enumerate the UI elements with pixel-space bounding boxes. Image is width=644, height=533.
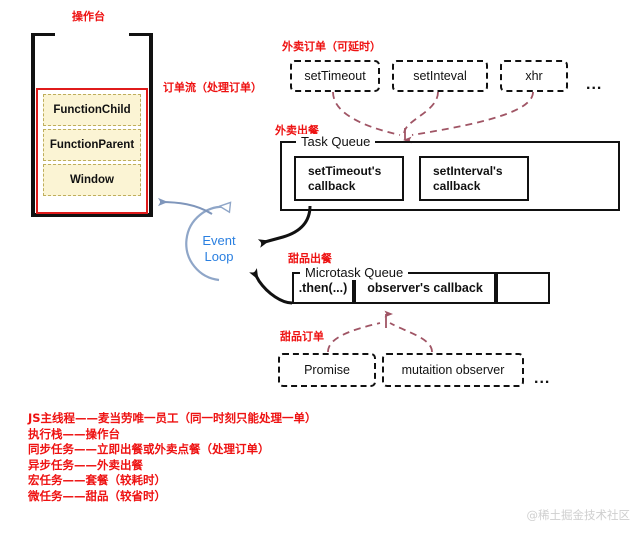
- legend-line-5: 宏任务——套餐（较耗时）: [28, 473, 166, 487]
- legend-line-1: JS主线程——麦当劳唯一员工（同一时刻只能处理一单）: [28, 411, 317, 425]
- tq0-line2: callback: [308, 178, 356, 193]
- tq0-line1: setTimeout's: [308, 163, 382, 178]
- microtask-queue-cell-empty: [496, 272, 550, 304]
- label-takeout-order: 外卖订单（可延时）: [282, 40, 381, 53]
- event-loop-line2: Loop: [204, 249, 234, 264]
- stack-wall-bottom: [31, 213, 153, 217]
- microtask-source-ellipsis: ...: [534, 370, 551, 387]
- stack-wall-right: [149, 33, 153, 217]
- label-order-flow: 订单流（处理订单）: [163, 81, 262, 94]
- legend-line-2: 执行栈——操作台: [28, 426, 120, 441]
- legend-line-3: 同步任务——立即出餐或外卖点餐（处理订单）: [28, 442, 270, 456]
- stack-wall-left: [31, 33, 35, 217]
- task-queue-legend: Task Queue: [296, 134, 376, 149]
- stack-lip-right: [129, 33, 153, 36]
- microtask-queue-cell-observer: observer's callback: [354, 272, 496, 304]
- label-takeout-serving: 外卖出餐: [275, 124, 319, 137]
- task-queue-cell-settimeout-text: setTimeout's callback: [308, 164, 381, 194]
- stack-frame-function-parent: FunctionParent: [43, 129, 141, 161]
- legend-line-4: 异步任务——外卖出餐: [28, 457, 143, 472]
- event-loop-line1: Event: [202, 233, 236, 248]
- task-queue-cell-setinterval-text: setInterval's callback: [433, 164, 503, 194]
- label-console: 操作台: [72, 10, 105, 23]
- stack-lip-left: [31, 33, 55, 36]
- label-dessert-order: 甜品订单: [280, 330, 324, 343]
- web-api-set-timeout: setTimeout: [290, 60, 380, 92]
- stack-frame-window: Window: [43, 164, 141, 196]
- label-dessert-serving: 甜品出餐: [288, 252, 332, 265]
- task-queue-cell-settimeout: setTimeout's callback: [294, 156, 404, 201]
- microtask-source-mutation-observer: mutaition observer: [382, 353, 524, 387]
- watermark: @稀土掘金技术社区: [526, 508, 631, 522]
- stack-frame-function-child: FunctionChild: [43, 94, 141, 126]
- task-queue-frame: [280, 141, 620, 211]
- call-stack-container: [31, 33, 153, 217]
- tq1-line1: setInterval's: [433, 163, 503, 178]
- web-api-xhr: xhr: [500, 60, 568, 92]
- event-loop-label: Event Loop: [186, 233, 252, 265]
- legend-line-6: 微任务——甜品（较省时）: [28, 488, 166, 503]
- microtask-source-promise: Promise: [278, 353, 376, 387]
- web-api-set-interval: setInteval: [392, 60, 488, 92]
- task-queue-cell-setinterval: setInterval's callback: [419, 156, 529, 201]
- web-api-ellipsis: ...: [586, 76, 603, 93]
- legend-text-block: JS主线程——麦当劳唯一员工（同一时刻只能处理一单） 执行栈——操作台 同步任务…: [28, 411, 317, 504]
- tq1-line2: callback: [433, 178, 481, 193]
- call-stack-frames: FunctionChild FunctionParent Window: [36, 88, 148, 214]
- microtask-queue-legend: Microtask Queue: [300, 265, 409, 280]
